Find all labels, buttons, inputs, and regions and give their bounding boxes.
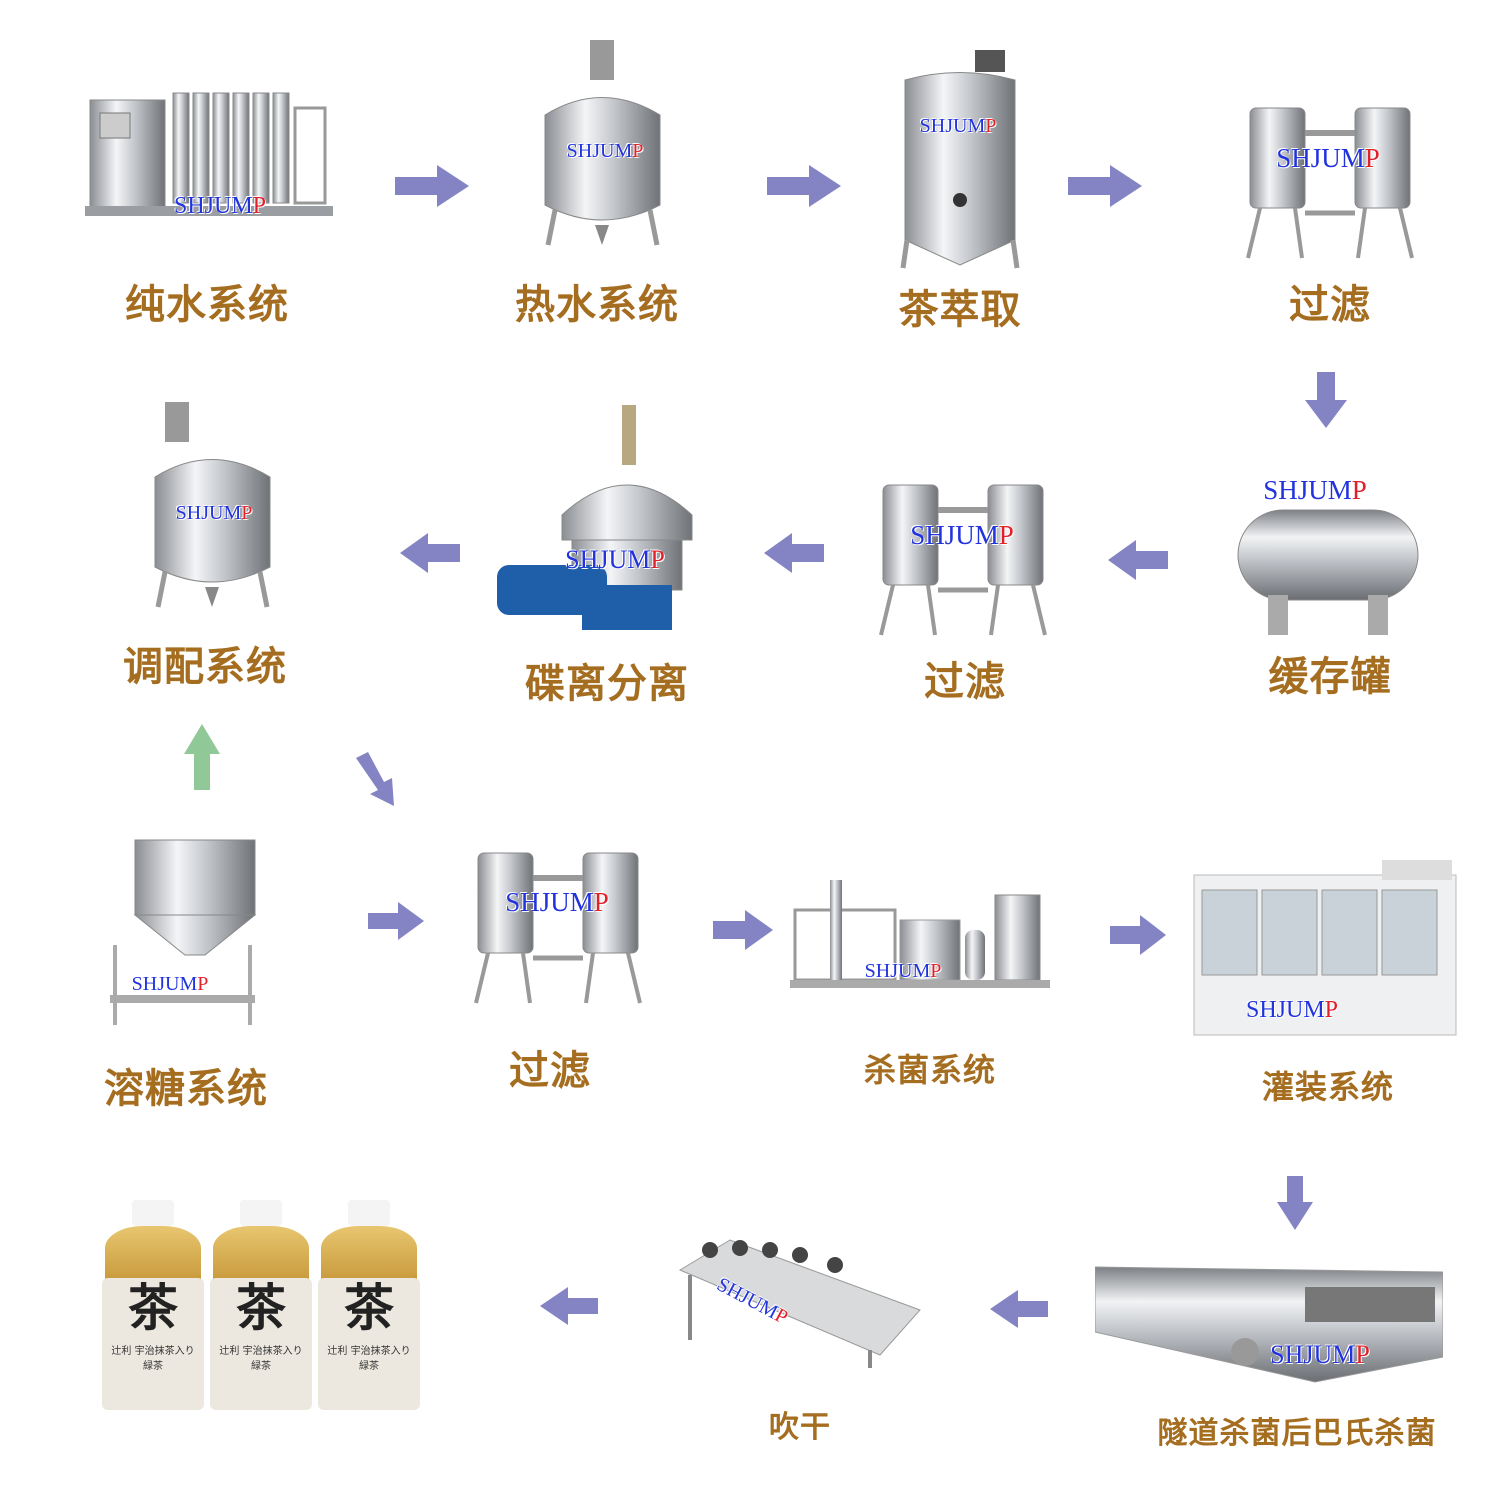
brand-logo: SHJUMP — [505, 887, 609, 917]
disc-separator-image — [497, 405, 693, 630]
arrow-left-icon — [400, 533, 460, 573]
step-label-filling: 灌装系统 — [1261, 1068, 1395, 1106]
step-label-blending: 调配系统 — [123, 644, 287, 690]
double-filter-image — [1246, 107, 1414, 259]
step-label-filter-1: 过滤 — [1289, 282, 1371, 328]
buffer-tank-image — [1237, 509, 1419, 635]
double-filter-image — [474, 852, 642, 1004]
brand-logo: SHJUMP — [566, 140, 644, 162]
arrow-right-icon — [713, 910, 773, 950]
brand-logo: SHJUMP — [1263, 475, 1367, 505]
arrow-left-icon — [990, 1290, 1048, 1328]
arrow-down-icon — [1277, 1176, 1313, 1230]
step-label-pure-water: 纯水系统 — [125, 282, 289, 328]
brand-logo: SHJUMP — [1245, 997, 1339, 1023]
step-label-tunnel-pasteurization: 隧道杀菌后巴氏杀菌 — [1157, 1416, 1437, 1451]
tunnel-pasteurizer-image — [1095, 1266, 1443, 1383]
step-label-filter-2: 过滤 — [924, 659, 1006, 705]
step-label-hot-water: 热水系统 — [515, 282, 679, 328]
step-label-filter-3: 过滤 — [509, 1048, 591, 1094]
brand-logo: SHJUMP — [910, 520, 1014, 550]
arrow-up-green-icon — [184, 724, 220, 790]
brand-logo: SHJUMP — [565, 545, 665, 574]
pure-water-system-image — [85, 92, 333, 216]
sugar-dissolving-tank-image — [110, 839, 257, 1025]
arrow-diagonal-down-icon — [356, 752, 394, 806]
arrow-right-icon — [1068, 165, 1142, 207]
blending-tank-image — [154, 402, 271, 608]
step-label-sugar-dissolving: 溶糖系统 — [104, 1066, 268, 1112]
tea-extraction-tank-image — [900, 50, 1020, 269]
air-dryer-image — [678, 1239, 921, 1368]
arrow-right-icon — [395, 165, 469, 207]
step-label-sterilization: 杀菌系统 — [863, 1051, 997, 1089]
brand-logo: SHJUMP — [1276, 143, 1380, 173]
brand-logo: SHJUMP — [1270, 1340, 1370, 1369]
hot-water-tank-image — [544, 40, 661, 246]
arrow-left-icon — [540, 1287, 598, 1325]
brand-logo: SHJUMP — [864, 960, 942, 982]
step-label-buffer-tank: 缓存罐 — [1268, 654, 1392, 700]
arrow-left-icon — [764, 533, 824, 573]
step-label-tea-extraction: 茶萃取 — [898, 287, 1022, 333]
sterilization-system-image — [790, 880, 1050, 988]
tea-bottle: 茶 辻利 宇治抹茶入り 緑茶 — [208, 1200, 314, 1410]
tea-bottles-product-image: 茶 辻利 宇治抹茶入り 緑茶 茶 辻利 宇治抹茶入り 緑茶 茶 辻利 宇治抹茶入… — [100, 1200, 422, 1410]
tea-bottle: 茶 辻利 宇治抹茶入り 緑茶 — [100, 1200, 206, 1410]
brand-logo: SHJUMP — [131, 973, 209, 995]
arrow-right-icon — [1110, 915, 1166, 955]
brand-logo: SHJUMP — [173, 193, 267, 219]
arrow-left-icon — [1108, 540, 1168, 580]
step-label-disc-separation: 碟离分离 — [525, 661, 689, 707]
filling-machine-image — [1193, 860, 1457, 1036]
step-label-blow-dry: 吹干 — [769, 1410, 831, 1445]
brand-logo: SHJUMP — [919, 115, 997, 137]
tea-bottle: 茶 辻利 宇治抹茶入り 緑茶 — [316, 1200, 422, 1410]
brand-logo: SHJUMP — [175, 502, 253, 524]
arrow-right-icon — [767, 165, 841, 207]
arrow-down-icon — [1305, 372, 1347, 428]
double-filter-image — [879, 484, 1047, 636]
arrow-right-icon — [368, 902, 424, 940]
